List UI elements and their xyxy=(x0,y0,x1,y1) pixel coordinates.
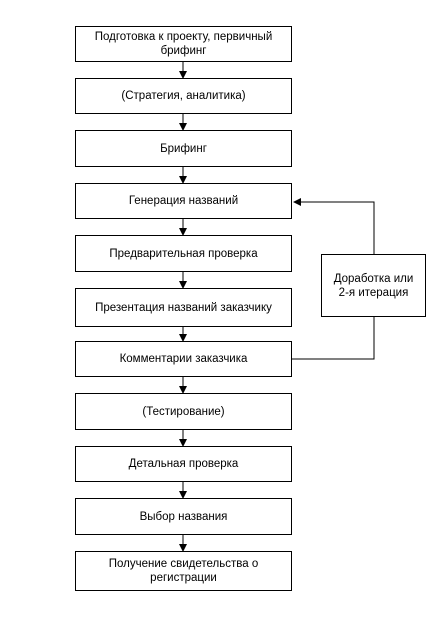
step-preliminary-check-box: Предварительная проверка xyxy=(75,235,292,272)
step-preparation-box: Подготовка к проекту, первичный брифинг xyxy=(75,26,292,62)
step-registration-box: Получение свидетельства о регистрации xyxy=(75,551,292,591)
step-label: Подготовка к проекту, первичный брифинг xyxy=(94,31,273,57)
step-label: (Стратегия, аналитика) xyxy=(121,90,246,102)
feedback-line-back xyxy=(293,198,375,254)
step-label: Комментарии заказчика xyxy=(119,353,248,365)
step-briefing-box: Брифинг xyxy=(75,130,292,167)
step-presentation-box: Презентация названий заказчику xyxy=(75,288,292,327)
feedback-label: Доработка или 2-я итерация xyxy=(333,272,414,299)
feedback-rework-box: Доработка или 2-я итерация xyxy=(321,254,426,317)
step-detailed-check-box: Детальная проверка xyxy=(75,446,292,482)
step-testing-box: (Тестирование) xyxy=(75,393,292,430)
step-label: (Тестирование) xyxy=(142,405,225,418)
feedback-loop xyxy=(292,198,375,360)
step-label: Генерация названий xyxy=(128,195,239,207)
step-label: Детальная проверка xyxy=(128,458,239,470)
step-name-selection-box: Выбор названия xyxy=(75,498,292,535)
step-label: Брифинг xyxy=(160,142,207,155)
step-label: Предварительная проверка xyxy=(109,247,258,260)
feedback-line-out xyxy=(292,317,375,360)
step-label: Презентация названий заказчику xyxy=(95,301,272,314)
step-label: Выбор названия xyxy=(139,510,228,523)
step-strategy-box: (Стратегия, аналитика) xyxy=(75,78,292,114)
step-client-comments-box: Комментарии заказчика xyxy=(75,341,292,377)
step-name-generation-box: Генерация названий xyxy=(75,183,292,219)
step-label: Получение свидетельства о регистрации xyxy=(108,558,259,584)
